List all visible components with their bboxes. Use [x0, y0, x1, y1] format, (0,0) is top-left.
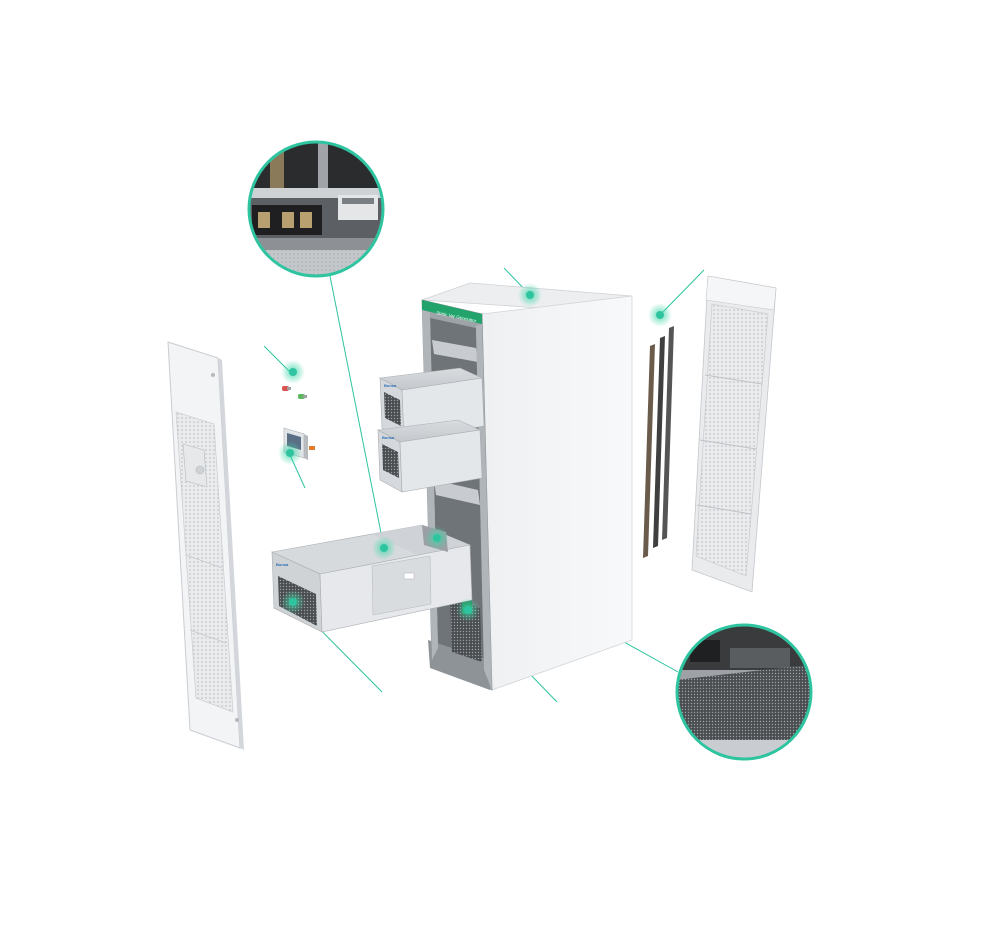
zoom-callout-top-left: [247, 140, 385, 278]
hotspot-dot-icon[interactable]: [518, 283, 542, 307]
power-module-2: Bonsa: [377, 419, 483, 493]
module-logo-1: Bonsa: [384, 383, 397, 388]
hotspot-dot-icon[interactable]: [278, 441, 302, 465]
hotspot-dot-icon[interactable]: [425, 526, 449, 550]
front-door-panel: [167, 341, 244, 750]
hotspot-dot-icon[interactable]: [456, 598, 480, 622]
zoom-callout-bottom-right: [675, 623, 813, 761]
hotspot-dot-icon[interactable]: [281, 590, 305, 614]
side-seal-strips: [643, 326, 674, 558]
hotspot-dot-icon[interactable]: [648, 303, 672, 327]
hotspot-dot-icon[interactable]: [281, 360, 305, 384]
module-logo-3: Bonsa: [276, 562, 289, 567]
hotspot-dot-icon[interactable]: [372, 536, 396, 560]
indicator-lamps: [282, 386, 307, 399]
hotspots: [278, 283, 672, 622]
cabinet-body: Static Var Generator: [421, 282, 633, 691]
rear-panel: [691, 275, 777, 593]
module-logo-2: Bonsa: [382, 435, 395, 440]
